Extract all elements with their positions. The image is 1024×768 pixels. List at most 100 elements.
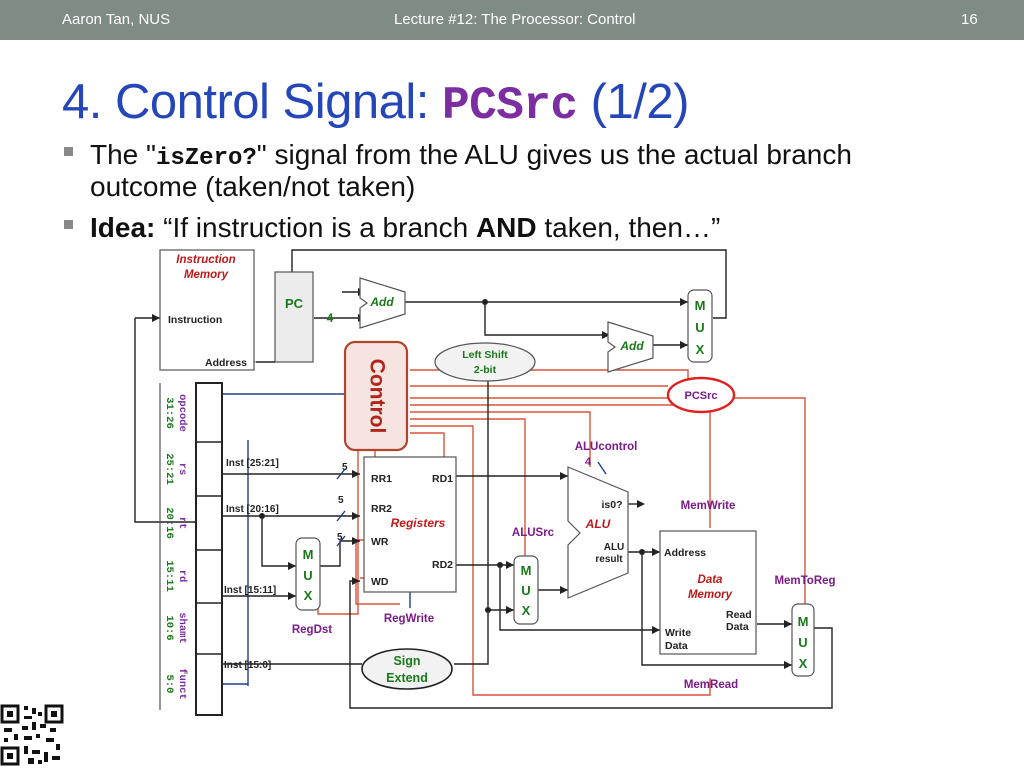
inst-15-11: Inst [15:11] [224,585,276,596]
alusrc-mux-u: U [521,583,530,598]
regdst-mux-m: M [303,547,314,562]
imem-title-1: Instruction [176,254,235,266]
qr-finder [44,704,64,724]
alucontrol-label: ALUcontrol [575,441,638,453]
arrowhead [784,620,792,628]
pc-mux-u: U [695,320,704,335]
arrowhead [352,537,360,545]
title-prefix: 4. Control Signal: [62,75,442,129]
field-rd-bits: 15:11 [163,560,175,592]
qr-finder-core [51,711,57,717]
pc-register [274,271,314,363]
bus-width-ticks [336,468,346,547]
header-bar: Aaron Tan, NUS Lecture #12: The Processo… [0,0,1024,40]
sign-extend-l2: Extend [386,671,428,685]
memwrite-label: MemWrite [681,500,736,512]
reg-rr1: RR1 [371,473,392,485]
alucontrol-width: 4 [585,456,592,468]
instruction-fields: opcode 31:26 rs 25:21 rt 20:16 rd 15:11 … [159,382,223,716]
sign-extend-unit [361,648,453,690]
junction-dot [497,562,503,568]
page-number: 16 [961,11,978,28]
const-four: 4 [327,311,334,325]
control-label: Control [365,359,388,434]
wire-alu-bypass [641,552,792,666]
memtoreg-mux-u: U [798,635,807,650]
dmem-read-2: Data [726,621,749,633]
bullet-1-text: The "isZero?" signal from the ALU gives … [90,139,852,172]
arrowhead [560,472,568,480]
branch-adder [607,321,654,373]
pc-mux [687,289,713,363]
arrowhead [352,470,360,478]
wire-memtoreg [410,397,806,604]
qr-finder-core [7,753,13,759]
wire-opcode [221,394,248,685]
wire-aluop [410,411,591,467]
left-shift-label-2: 2-bit [474,364,497,376]
width-rs: 5 [342,462,348,473]
wire-rt-mux [261,516,296,567]
memtoreg-mux-m: M [798,614,809,629]
wire-alusrc [410,418,526,556]
regdst-mux [295,537,321,611]
arrowhead [652,626,660,634]
imem-title-2: Memory [184,269,229,281]
junction-dot [482,299,488,305]
memtoreg-mux-x: X [799,656,808,671]
junction-dot [485,607,491,613]
wire-dots [259,299,645,613]
field-funct-bits: 5:0 [163,675,175,694]
reg-title: Registers [391,516,446,530]
left-shift-unit [434,342,536,382]
field-column [195,382,223,716]
arrowhead [637,500,645,508]
memtoreg-mux [791,603,815,677]
width-wr: 5 [337,532,343,543]
qr-modules [4,706,60,764]
wire-rd2-mem [499,565,660,631]
width-rt: 5 [338,495,344,506]
dmem-read-1: Read [726,609,752,621]
add-label-1: Add [369,295,394,309]
bullet-2-text: Idea: “If instruction is a branch AND ta… [90,212,720,244]
tick [336,468,346,480]
inst-20-16: Inst [20:16] [226,504,279,515]
wire-pc-loop [134,318,196,523]
data-memory [659,530,757,655]
wire-writeback [349,580,833,709]
imem-instruction: Instruction [168,314,222,326]
pc-mux-m: M [695,298,706,313]
arrowhead [784,661,792,669]
junction-dot [639,549,645,555]
reg-wr: WR [371,536,389,548]
field-rs-bits: 25:21 [163,453,175,485]
reg-rd1: RD1 [432,473,453,485]
alucontrol-tick [597,461,607,475]
dmem-address: Address [664,547,706,559]
field-rt-bits: 20:16 [163,507,175,539]
memread-label: MemRead [684,679,738,691]
instruction-memory [159,249,255,371]
pcsrc-highlight [666,376,736,414]
field-rd-name: rd [176,570,188,583]
dmem-title-1: Data [698,574,724,586]
bullet-marker [64,147,73,156]
bullet-marker [64,220,73,229]
wire-adder-branch [484,302,610,336]
bullet-1-post: " signal from the ALU gives us the actua… [256,139,852,170]
arrowhead [602,331,610,339]
author: Aaron Tan, NUS [62,11,171,28]
reg-rr2: RR2 [371,503,392,515]
title-code: PCSrc [442,80,578,132]
field-opcode-bits: 31:26 [163,397,175,429]
wire-signext-shift [486,379,489,610]
pc-adder [359,277,406,329]
arrowhead [560,586,568,594]
control-unit [343,340,409,452]
inst-25-21: Inst [25:21] [226,458,279,469]
arrowhead [288,562,296,570]
bullet-2-mid: “If instruction is a branch [155,212,476,243]
arrowhead [652,548,660,556]
